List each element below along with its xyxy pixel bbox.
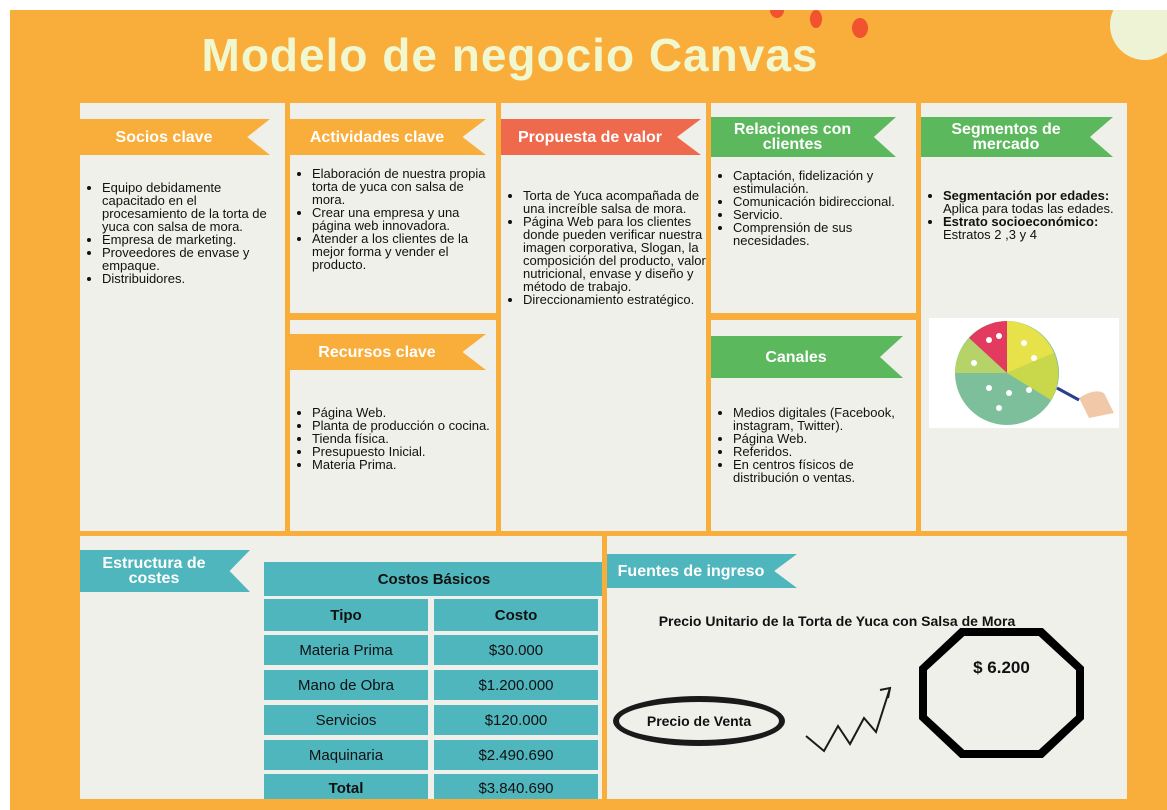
zigzag-arrow-icon bbox=[805, 686, 892, 753]
list-item: Medios digitales (Facebook, instagram, T… bbox=[733, 406, 911, 432]
segment-text: Aplica para todas las edades. bbox=[943, 201, 1114, 216]
list-item: En centros físicos de distribución o ven… bbox=[733, 458, 911, 484]
recursos-clave-banner: Recursos clave bbox=[290, 334, 486, 370]
list-item: Atender a los clientes de la mejor forma… bbox=[312, 232, 496, 271]
decorative-dot bbox=[810, 10, 822, 28]
list-item: Estrato socioeconómico: Estratos 2 ,3 y … bbox=[943, 215, 1118, 241]
list-item: Planta de producción o cocina. bbox=[312, 419, 496, 432]
list-item: Captación, fidelización y estimulación. bbox=[733, 169, 913, 195]
column-header-costo: Costo bbox=[434, 599, 598, 631]
table-cell-tipo: Mano de Obra bbox=[264, 670, 428, 700]
decorative-dot bbox=[770, 10, 784, 18]
list-item: Referidos. bbox=[733, 445, 911, 458]
actividades-clave-banner: Actividades clave bbox=[290, 119, 486, 155]
list-item: Equipo debidamente capacitado en el proc… bbox=[102, 181, 278, 233]
segment-label: Segmentación por edades: bbox=[943, 188, 1110, 203]
table-cell-costo: $1.200.000 bbox=[434, 670, 598, 700]
list-item: Materia Prima. bbox=[312, 458, 496, 471]
relaciones-clientes-banner: Relaciones con clientes bbox=[711, 117, 896, 157]
table-cell-costo: $2.490.690 bbox=[434, 740, 598, 770]
propuesta-valor-banner: Propuesta de valor bbox=[501, 119, 701, 155]
socios-clave-panel: Socios clave Equipo debidamente capacita… bbox=[80, 103, 285, 531]
list-item: Servicio. bbox=[733, 208, 913, 221]
list-item: Comunicación bidireccional. bbox=[733, 195, 913, 208]
recursos-clave-panel: Recursos clave Página Web. Planta de pro… bbox=[290, 320, 496, 531]
decorative-dot bbox=[852, 18, 868, 38]
segment-label: Estrato socioeconómico: bbox=[943, 214, 1099, 229]
list-item: Crear una empresa y una página web innov… bbox=[312, 206, 496, 232]
list-item: Empresa de marketing. bbox=[102, 233, 278, 246]
list-item: Elaboración de nuestra propia torta de y… bbox=[312, 167, 496, 206]
estructura-costes-banner: Estructura de costes bbox=[80, 550, 250, 592]
socios-clave-list: Equipo debidamente capacitado en el proc… bbox=[82, 181, 278, 285]
socios-clave-banner: Socios clave bbox=[80, 119, 270, 155]
list-item: Página Web. bbox=[733, 432, 911, 445]
segment-text: Estratos 2 ,3 y 4 bbox=[943, 227, 1037, 242]
table-total-label: Total bbox=[264, 774, 428, 799]
canales-banner: Canales bbox=[711, 336, 903, 378]
list-item: Página Web. bbox=[312, 406, 496, 419]
costos-table-title: Costos Básicos bbox=[264, 562, 602, 596]
table-cell-tipo: Maquinaria bbox=[264, 740, 428, 770]
fuentes-ingreso-panel: Fuentes de ingreso Precio Unitario de la… bbox=[607, 536, 1127, 799]
list-item: Direccionamiento estratégico. bbox=[523, 293, 706, 306]
canales-list: Medios digitales (Facebook, instagram, T… bbox=[713, 406, 911, 484]
relaciones-clientes-list: Captación, fidelización y estimulación. … bbox=[713, 169, 913, 247]
precio-venta-label: Precio de Venta bbox=[613, 696, 785, 746]
propuesta-valor-list: Torta de Yuca acompañada de una increíbl… bbox=[503, 189, 706, 306]
actividades-clave-list: Elaboración de nuestra propia torta de y… bbox=[292, 167, 496, 271]
recursos-clave-list: Página Web. Planta de producción o cocin… bbox=[292, 406, 496, 471]
canvas-board: Modelo de negocio Canvas Socios clave Eq… bbox=[10, 10, 1167, 810]
table-cell-costo: $120.000 bbox=[434, 705, 598, 735]
segmentos-mercado-list: Segmentación por edades: Aplica para tod… bbox=[923, 189, 1118, 241]
list-item: Comprensión de sus necesidades. bbox=[733, 221, 913, 247]
list-item: Página Web para los clientes donde puede… bbox=[523, 215, 706, 293]
table-cell-tipo: Materia Prima bbox=[264, 635, 428, 665]
precio-value-octagon: $ 6.200 bbox=[919, 628, 1084, 758]
relaciones-clientes-panel: Relaciones con clientes Captación, fidel… bbox=[711, 103, 916, 313]
decorative-circle bbox=[1110, 10, 1167, 60]
list-item: Segmentación por edades: Aplica para tod… bbox=[943, 189, 1118, 215]
table-total-value: $3.840.690 bbox=[434, 774, 598, 799]
fuentes-ingreso-banner: Fuentes de ingreso bbox=[607, 554, 797, 588]
segmentos-mercado-panel: Segmentos de mercado Segmentación por ed… bbox=[921, 103, 1127, 531]
segmentos-mercado-banner: Segmentos de mercado bbox=[921, 117, 1113, 157]
list-item: Torta de Yuca acompañada de una increíbl… bbox=[523, 189, 706, 215]
pie-chart-people-illustration bbox=[929, 318, 1119, 428]
column-header-tipo: Tipo bbox=[264, 599, 428, 631]
page-title: Modelo de negocio Canvas bbox=[201, 29, 819, 81]
list-item: Presupuesto Inicial. bbox=[312, 445, 496, 458]
table-cell-tipo: Servicios bbox=[264, 705, 428, 735]
precio-value: $ 6.200 bbox=[927, 636, 1076, 750]
list-item: Distribuidores. bbox=[102, 272, 278, 285]
propuesta-valor-panel: Propuesta de valor Torta de Yuca acompañ… bbox=[501, 103, 706, 531]
precio-unitario-title: Precio Unitario de la Torta de Yuca con … bbox=[658, 613, 1016, 629]
actividades-clave-panel: Actividades clave Elaboración de nuestra… bbox=[290, 103, 496, 313]
list-item: Tienda física. bbox=[312, 432, 496, 445]
list-item: Proveedores de envase y empaque. bbox=[102, 246, 278, 272]
canales-panel: Canales Medios digitales (Facebook, inst… bbox=[711, 320, 916, 531]
table-cell-costo: $30.000 bbox=[434, 635, 598, 665]
estructura-costes-panel: Estructura de costes Costos Básicos Tipo… bbox=[80, 536, 602, 799]
